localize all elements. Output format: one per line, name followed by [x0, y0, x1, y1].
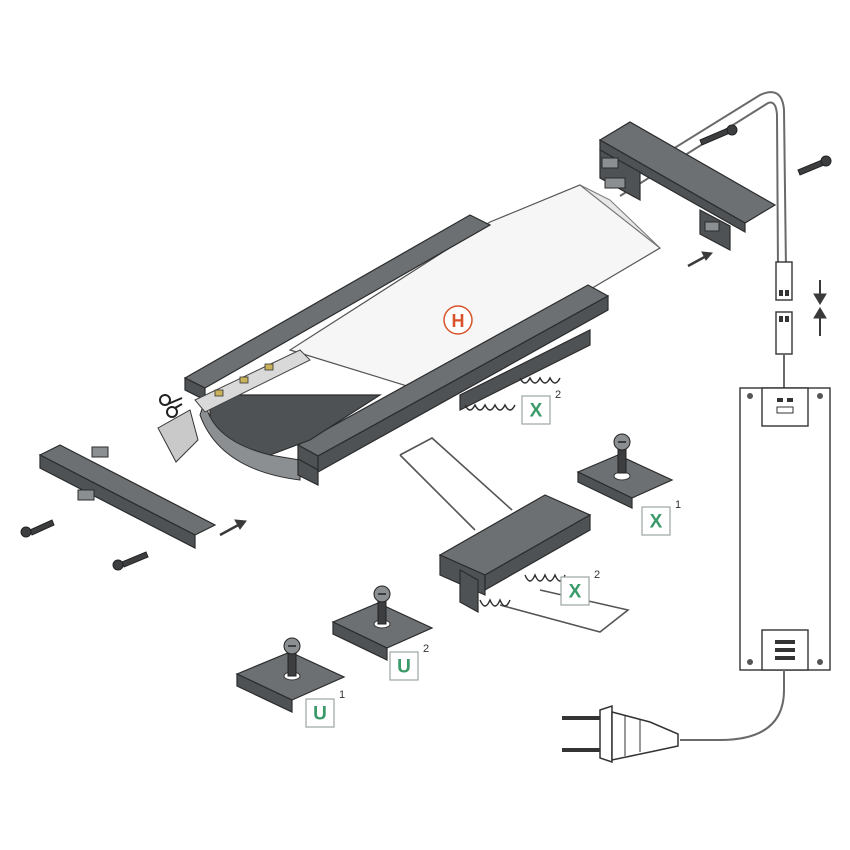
label-x2-center: X 2: [560, 569, 600, 606]
label-u2: U 2: [389, 643, 429, 681]
screw-icon: [699, 124, 738, 146]
end-cap-left: [38, 444, 217, 549]
screw-icon: [797, 155, 832, 176]
mounting-clip-x2-bracket: [399, 437, 630, 633]
mounting-clip-u1: [235, 637, 346, 713]
screw-icon: [112, 551, 149, 571]
screw-icon: [20, 519, 55, 538]
label-x1-sup: 1: [675, 499, 681, 511]
mounting-clip-x1: [576, 433, 674, 509]
label-u1: U 1: [305, 689, 345, 728]
height-marker: H: [443, 305, 473, 335]
end-cap-right: [598, 121, 777, 251]
label-x2-top: X 2: [521, 389, 561, 425]
h-label: H: [452, 311, 465, 331]
mains-cable: [680, 670, 785, 741]
mounting-clip-u2: [331, 585, 434, 661]
arrow-icon: [219, 519, 247, 537]
label-x2-top-sup: 2: [555, 389, 561, 401]
label-x2-top-letter: X: [530, 401, 543, 422]
mounting-clip-x2: [459, 329, 591, 411]
supply-cable-top: [609, 91, 787, 271]
label-x1-letter: X: [650, 512, 663, 533]
power-supply: [739, 387, 831, 671]
plug-icon: [562, 704, 679, 764]
scissors-icon: [159, 394, 183, 418]
label-u2-letter: U: [397, 657, 411, 678]
arrow-icon: [813, 307, 827, 336]
arrow-icon: [687, 251, 714, 268]
label-x2-center-sup: 2: [594, 569, 600, 581]
label-x1: X 1: [641, 499, 681, 536]
label-u1-letter: U: [313, 704, 327, 725]
aluminium-profile: [157, 214, 610, 486]
label-x2-center-letter: X: [569, 582, 582, 603]
label-u2-sup: 2: [423, 643, 429, 655]
arrow-icon: [813, 280, 827, 305]
label-u1-sup: 1: [339, 689, 345, 701]
connector-icon: [775, 261, 793, 355]
